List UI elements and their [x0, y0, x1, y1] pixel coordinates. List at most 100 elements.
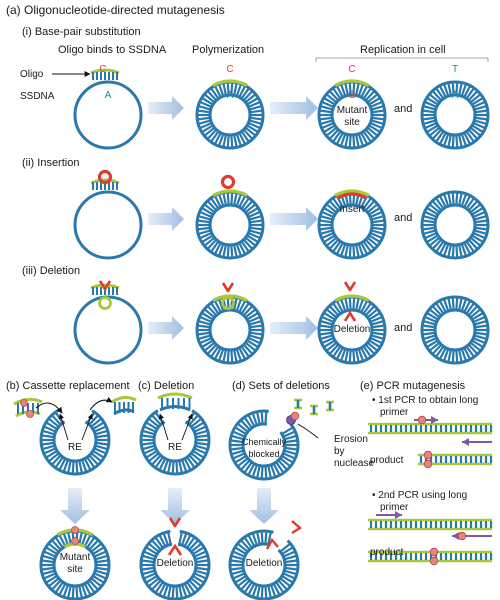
base-pair-rung — [439, 242, 447, 254]
base-pair-rung — [94, 444, 108, 450]
base-pair-rung — [364, 305, 375, 317]
base-pair-rung — [256, 412, 261, 425]
base-pair-rung — [193, 550, 206, 558]
base-pair-rung — [204, 93, 216, 104]
base-pair-rung — [188, 579, 199, 590]
base-pair-rung — [71, 585, 75, 598]
outer-strand — [191, 409, 211, 441]
forward-primer-head — [395, 511, 402, 519]
base-pair-rung — [180, 459, 188, 472]
base-pair-rung — [260, 532, 264, 545]
base-pair-rung — [90, 577, 102, 587]
base-pair-rung — [272, 583, 281, 595]
base-pair-rung — [467, 343, 478, 355]
base-pair-rung — [93, 572, 106, 580]
base-pair-rung — [183, 535, 192, 547]
base-pair-rung — [210, 198, 220, 210]
base-pair-rung — [357, 299, 364, 312]
inner-strand — [208, 93, 252, 137]
base-pair-rung — [465, 88, 475, 100]
base-pair-rung — [247, 121, 260, 129]
base-pair-rung — [195, 434, 208, 439]
base-pair-rung — [202, 339, 214, 348]
base-pair-rung — [222, 349, 228, 362]
base-pair-rung — [457, 193, 463, 206]
base-pair-rung — [240, 579, 251, 590]
panel-d-title: (d) Sets of deletions — [232, 380, 330, 392]
base-pair-rung — [326, 93, 338, 104]
base-pair-rung — [371, 219, 384, 224]
base-pair-rung — [155, 456, 164, 468]
base-pair-rung — [329, 90, 340, 102]
base-pair-rung — [151, 454, 162, 465]
base-pair-rung — [471, 312, 483, 321]
base-pair-rung — [190, 577, 202, 587]
base-pair-rung — [370, 320, 384, 326]
base-pair-rung — [281, 546, 293, 556]
base-pair-rung — [231, 559, 244, 564]
base-pair-rung — [244, 461, 253, 473]
base-pair-rung — [198, 226, 211, 231]
base-pair-rung — [46, 449, 58, 459]
outer-strand — [139, 529, 211, 600]
base-pair-rung — [427, 207, 439, 216]
base-pair-rung — [340, 84, 347, 97]
mutation-site — [71, 537, 79, 545]
replication-bracket — [315, 57, 489, 62]
base-pair-rung — [455, 297, 459, 311]
base-pair-rung — [435, 198, 445, 210]
base-pair-rung — [423, 116, 436, 121]
base-pair-rung — [423, 324, 436, 329]
insert-segment — [337, 192, 367, 200]
base-pair-rung — [425, 231, 438, 239]
base-pair-rung — [148, 543, 160, 553]
outer-strand — [228, 529, 300, 600]
base-pair-rung — [46, 574, 58, 584]
base-pair-rung — [226, 192, 230, 206]
base-pair-rung — [146, 574, 158, 584]
base-pair-rung — [348, 297, 352, 311]
base-pair-rung — [370, 119, 384, 125]
oligo-label: Oligo — [20, 69, 44, 80]
base-pair-rung — [423, 119, 437, 125]
base-pair-rung — [162, 584, 170, 597]
reverse-primer-head — [462, 438, 469, 446]
base-pair-rung — [249, 109, 262, 114]
base-pair-rung — [336, 132, 344, 144]
base-pair-rung — [471, 124, 483, 133]
base-pair-rung — [204, 203, 216, 214]
base-pair-rung — [451, 244, 455, 258]
base-pair-rung — [366, 126, 378, 137]
base-pair-rung — [472, 101, 485, 109]
mutation-site — [417, 415, 427, 425]
base-pair-rung — [463, 301, 471, 313]
step-arrow — [270, 207, 318, 231]
deletion-mark — [343, 310, 357, 322]
base-pair-rung — [62, 584, 70, 597]
base-pair-rung — [246, 339, 258, 348]
base-pair-rung — [369, 231, 382, 239]
base-pair-rung — [200, 231, 213, 239]
base-pair-rung — [432, 305, 443, 317]
base-pair-rung — [48, 452, 60, 462]
re-site-arrow — [81, 413, 93, 441]
base-pair-rung — [46, 421, 58, 431]
base-pair-rung — [218, 194, 225, 207]
base-pair-rung — [469, 341, 481, 352]
base-pair-rung — [192, 449, 204, 459]
base-pair-rung — [233, 452, 246, 460]
base-pair-rung — [248, 215, 262, 221]
base-pair-rung — [151, 415, 162, 426]
base-pair-rung — [247, 336, 260, 344]
base-pair-rung — [42, 444, 56, 450]
base-pair-rung — [151, 579, 162, 590]
base-pair-rung — [443, 133, 450, 146]
base-pair-rung — [83, 583, 92, 595]
dsdna-circle-deletion-loop — [195, 282, 265, 365]
re-label: RE — [168, 442, 182, 453]
base-pair-rung — [144, 425, 157, 433]
oligo-strand — [334, 79, 370, 87]
base-pair-rung — [282, 550, 295, 558]
base-pair-rung — [200, 121, 213, 129]
base-pair-rung — [148, 452, 160, 462]
